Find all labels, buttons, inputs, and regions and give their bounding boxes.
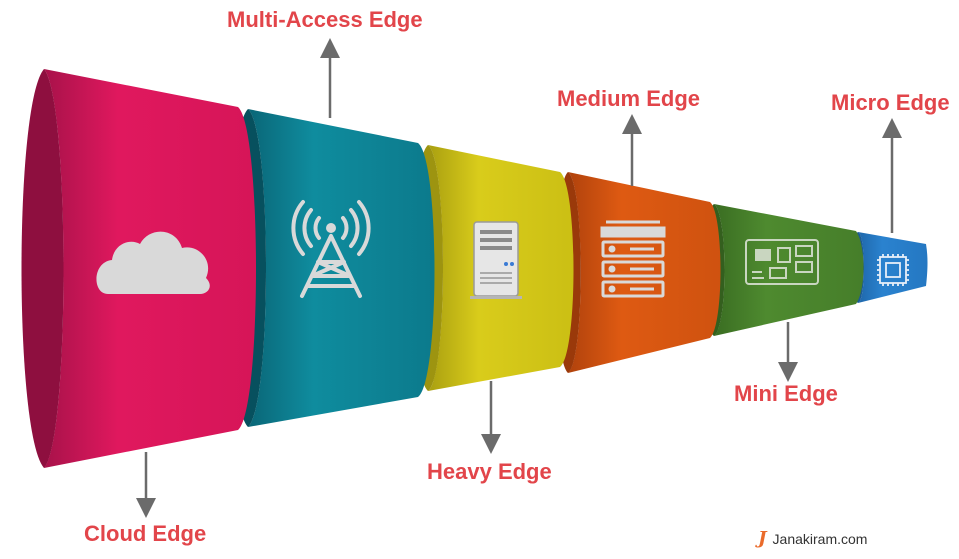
label-micro-edge: Micro Edge: [831, 90, 950, 115]
label-medium-edge: Medium Edge: [557, 86, 701, 111]
segment-mini: [703, 204, 864, 336]
label-mini-edge: Mini Edge: [734, 381, 838, 406]
microchip-icon: [877, 254, 909, 286]
server-icon: [470, 221, 522, 299]
cell-tower-icon: [291, 200, 371, 298]
arrows: [136, 38, 902, 518]
label-heavy-edge: Heavy Edge: [427, 459, 552, 484]
circuit-board-icon: [745, 239, 819, 285]
label-multi-access-edge: Multi-Access Edge: [227, 7, 423, 32]
credit: J Janakiram.com: [758, 528, 867, 549]
credit-text: Janakiram.com: [772, 531, 868, 547]
rack-server-icon: [600, 220, 666, 298]
janakiram-logo-icon: J: [758, 528, 767, 549]
cloud-icon: [96, 231, 210, 294]
segment-medium: [556, 172, 721, 373]
label-cloud-edge: Cloud Edge: [84, 521, 207, 546]
